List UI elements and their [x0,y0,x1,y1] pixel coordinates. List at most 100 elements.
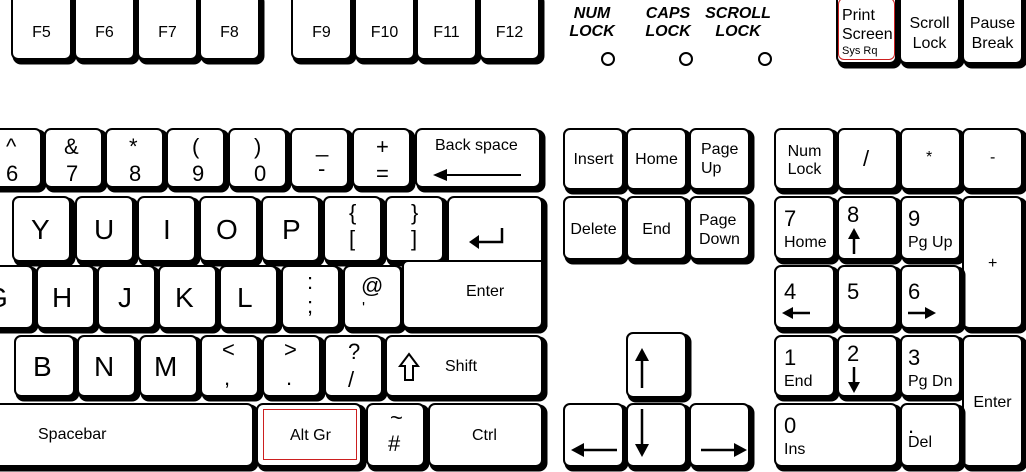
key-char: 1 [784,345,797,370]
key-numpad-6[interactable]: 6 [900,265,961,329]
key-char: # [388,431,401,456]
key-j[interactable]: J [97,265,156,329]
key-numpad-divide[interactable]: / [837,128,898,190]
key-0[interactable]: ) 0 [228,128,287,188]
key-9[interactable]: ( 9 [166,128,225,188]
key-label: Pg Dn [908,373,953,390]
key-f8[interactable]: F8 [199,0,260,60]
key-u[interactable]: U [75,196,134,262]
key-l[interactable]: L [219,265,278,329]
key-arrow-left[interactable] [563,403,624,467]
key-left-bracket[interactable]: { [ [323,196,382,262]
key-arrow-right[interactable] [689,403,750,467]
key-k[interactable]: K [158,265,217,329]
key-alt-gr[interactable]: Alt Gr [256,403,362,467]
key-o[interactable]: O [199,196,258,262]
key-8[interactable]: * 8 [105,128,164,188]
key-shift-char: ~ [390,405,403,430]
key-backspace[interactable]: Back space [415,128,541,188]
key-equals[interactable]: + = [352,128,411,188]
key-ctrl[interactable]: Ctrl [428,403,543,467]
key-numpad-4[interactable]: 4 [774,265,835,329]
key-delete[interactable]: Delete [563,196,624,260]
key-7[interactable]: & 7 [44,128,103,188]
key-h[interactable]: H [36,265,95,329]
key-shift-char: ( [192,134,200,159]
caps-lock-indicator-label: CAPS LOCK [636,5,700,41]
key-period[interactable]: > . [262,335,321,397]
key-shift-char: { [349,200,357,225]
key-b[interactable]: B [14,335,75,397]
key-f9[interactable]: F9 [291,0,352,60]
key-n[interactable]: N [77,335,136,397]
key-numpad-dot[interactable]: . Del [900,403,961,467]
key-slash[interactable]: ? / [324,335,383,397]
key-numpad-8[interactable]: 8 [837,196,898,260]
key-print-screen[interactable]: Print Screen Sys Rq [836,0,897,64]
key-numpad-2[interactable]: 2 [837,335,898,397]
key-arrow-up[interactable] [626,332,687,398]
key-numpad-multiply[interactable]: * [900,128,961,190]
key-numpad-7[interactable]: 7 Home [774,196,835,260]
scroll-lock-indicator-label: SCROLL LOCK [700,5,776,41]
key-f6[interactable]: F6 [74,0,135,60]
key-label: Print [842,7,875,24]
key-numpad-minus[interactable]: - [962,128,1023,190]
key-minus[interactable]: _ - [290,128,349,188]
key-char: K [175,282,194,313]
arrow-down-icon [635,409,649,457]
key-f10[interactable]: F10 [354,0,415,60]
key-numpad-plus[interactable]: + [962,196,1023,329]
key-char: 9 [192,161,205,186]
key-insert[interactable]: Insert [563,128,624,190]
key-numpad-9[interactable]: 9 Pg Up [900,196,961,260]
key-char: ] [411,226,418,251]
key-numpad-enter[interactable]: Enter [962,335,1023,467]
key-enter-lower[interactable]: Enter [402,260,543,329]
key-home[interactable]: Home [626,128,687,190]
key-right-bracket[interactable]: } ] [385,196,444,262]
key-shift-char: } [411,200,419,225]
key-numpad-5[interactable]: 5 [837,265,898,329]
key-numpad-3[interactable]: 3 Pg Dn [900,335,961,397]
key-spacebar[interactable]: Spacebar [0,403,254,467]
key-quote[interactable]: @ ' [343,265,402,329]
key-f12[interactable]: F12 [479,0,540,60]
key-label: Shift [445,358,478,375]
key-g[interactable]: G [0,265,34,329]
key-page-down[interactable]: Page Down [689,196,750,260]
key-arrow-down[interactable] [626,403,687,467]
key-shift-char: @ [361,273,384,298]
key-comma[interactable]: < , [200,335,259,397]
key-char: H [52,282,73,313]
arrow-down-icon [848,367,860,393]
key-f5[interactable]: F5 [11,0,72,60]
key-char: + [988,255,998,272]
key-char: N [94,351,115,382]
key-char: 0 [254,161,267,186]
key-pause-break[interactable]: Pause Break [962,0,1023,64]
key-numpad-0[interactable]: 0 Ins [774,403,898,467]
key-i[interactable]: I [137,196,196,262]
key-shift[interactable]: Shift [385,335,543,397]
key-shift-char: ? [348,339,361,364]
key-hash[interactable]: ~ # [366,403,425,467]
key-label: F5 [32,24,51,41]
key-numpad-1[interactable]: 1 End [774,335,835,397]
key-scroll-lock[interactable]: Scroll Lock [899,0,960,64]
key-label: Screen [842,26,893,43]
key-f11[interactable]: F11 [416,0,477,60]
shift-arrow-icon [398,352,420,381]
key-m[interactable]: M [139,335,198,397]
key-char: . [908,413,915,438]
key-numpad-num-lock[interactable]: Num Lock [774,128,835,190]
key-char: 3 [908,345,921,370]
key-char: 0 [784,413,797,438]
key-semicolon[interactable]: : ; [281,265,340,329]
key-end[interactable]: End [626,196,687,260]
key-y[interactable]: Y [12,196,71,262]
key-6[interactable]: ^ 6 [0,128,42,188]
key-page-up[interactable]: Page Up [689,128,750,190]
key-p[interactable]: P [261,196,320,262]
key-f7[interactable]: F7 [137,0,198,60]
